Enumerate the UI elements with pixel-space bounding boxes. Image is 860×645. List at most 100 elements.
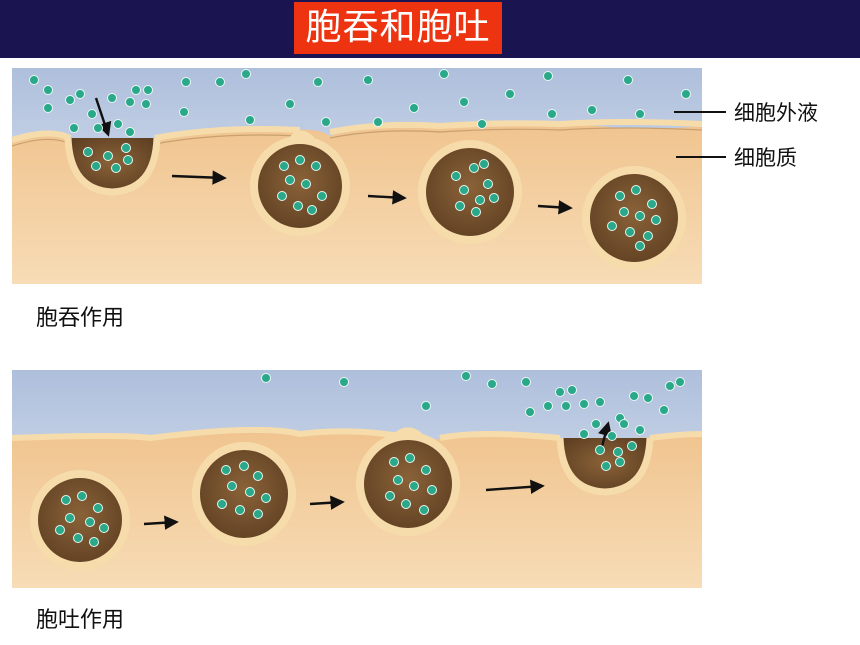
particle: [615, 457, 625, 467]
particle: [317, 191, 327, 201]
particle: [427, 485, 437, 495]
particle: [393, 475, 403, 485]
particle: [647, 199, 657, 209]
particle: [61, 495, 71, 505]
particle: [125, 127, 135, 137]
particle: [459, 97, 469, 107]
arrow: [309, 495, 345, 510]
particle: [547, 109, 557, 119]
leader-line: [676, 156, 726, 158]
particle: [111, 163, 121, 173]
particle: [87, 109, 97, 119]
particle: [77, 491, 87, 501]
particle: [643, 393, 653, 403]
particle: [253, 509, 263, 519]
particle: [93, 503, 103, 513]
particle: [121, 143, 131, 153]
particle: [631, 185, 641, 195]
particle: [409, 481, 419, 491]
cell-membrane: [11, 426, 703, 442]
particle: [363, 75, 373, 85]
particle: [227, 481, 237, 491]
particles: [29, 69, 691, 251]
particle: [295, 155, 305, 165]
particle: [479, 159, 489, 169]
particle: [91, 161, 101, 171]
particle: [75, 89, 85, 99]
particle: [215, 77, 225, 87]
particle: [459, 185, 469, 195]
particle: [217, 499, 227, 509]
particle: [421, 465, 431, 475]
particle: [587, 105, 597, 115]
particle: [245, 115, 255, 125]
particle: [405, 453, 415, 463]
particle: [43, 103, 53, 113]
particle: [261, 493, 271, 503]
particle: [665, 381, 675, 391]
vesicle: [356, 432, 460, 536]
particle: [489, 193, 499, 203]
caption-exocytosis: 胞吐作用: [36, 608, 125, 633]
particle: [99, 523, 109, 533]
particle: [65, 513, 75, 523]
particle: [279, 161, 289, 171]
arrow: [537, 200, 573, 215]
exocytosis-diagram: [11, 370, 703, 588]
particle: [619, 419, 629, 429]
particle: [73, 533, 83, 543]
particle: [311, 161, 321, 171]
particle: [83, 147, 93, 157]
vesicle: [250, 136, 350, 236]
particle: [419, 505, 429, 515]
particle: [595, 397, 605, 407]
particle: [651, 215, 661, 225]
particle: [261, 373, 271, 383]
particle: [477, 119, 487, 129]
label-cytoplasm: 细胞质: [734, 146, 797, 170]
particle: [389, 457, 399, 467]
particle: [293, 201, 303, 211]
particle: [65, 95, 75, 105]
particle: [253, 471, 263, 481]
particle: [103, 151, 113, 161]
particle: [627, 441, 637, 451]
particles: [55, 371, 685, 547]
particle: [385, 491, 395, 501]
particle: [125, 97, 135, 107]
particle: [181, 77, 191, 87]
particle: [471, 207, 481, 217]
particle: [221, 465, 231, 475]
particle: [55, 525, 65, 535]
vesicle: [192, 442, 296, 546]
vesicle: [30, 470, 130, 570]
particle: [285, 99, 295, 109]
particle: [623, 75, 633, 85]
particle: [525, 407, 535, 417]
particle: [285, 175, 295, 185]
particle: [521, 377, 531, 387]
particle: [591, 419, 601, 429]
particle: [131, 85, 141, 95]
particle: [629, 391, 639, 401]
particle: [635, 109, 645, 119]
particle: [85, 517, 95, 527]
particle: [487, 379, 497, 389]
cell-membrane: [11, 119, 703, 143]
particle: [579, 399, 589, 409]
particle: [241, 69, 251, 79]
particle: [29, 75, 39, 85]
particle: [93, 123, 103, 133]
cytoplasm-region: [12, 124, 702, 285]
particle: [613, 447, 623, 457]
leader-line: [674, 111, 726, 113]
page-title: 胞吞和胞吐: [294, 2, 502, 54]
particle: [595, 445, 605, 455]
particle: [505, 89, 515, 99]
arrow: [171, 170, 227, 185]
particle: [401, 499, 411, 509]
particle: [141, 99, 151, 109]
particle: [643, 231, 653, 241]
particle: [567, 385, 577, 395]
particle: [475, 195, 485, 205]
